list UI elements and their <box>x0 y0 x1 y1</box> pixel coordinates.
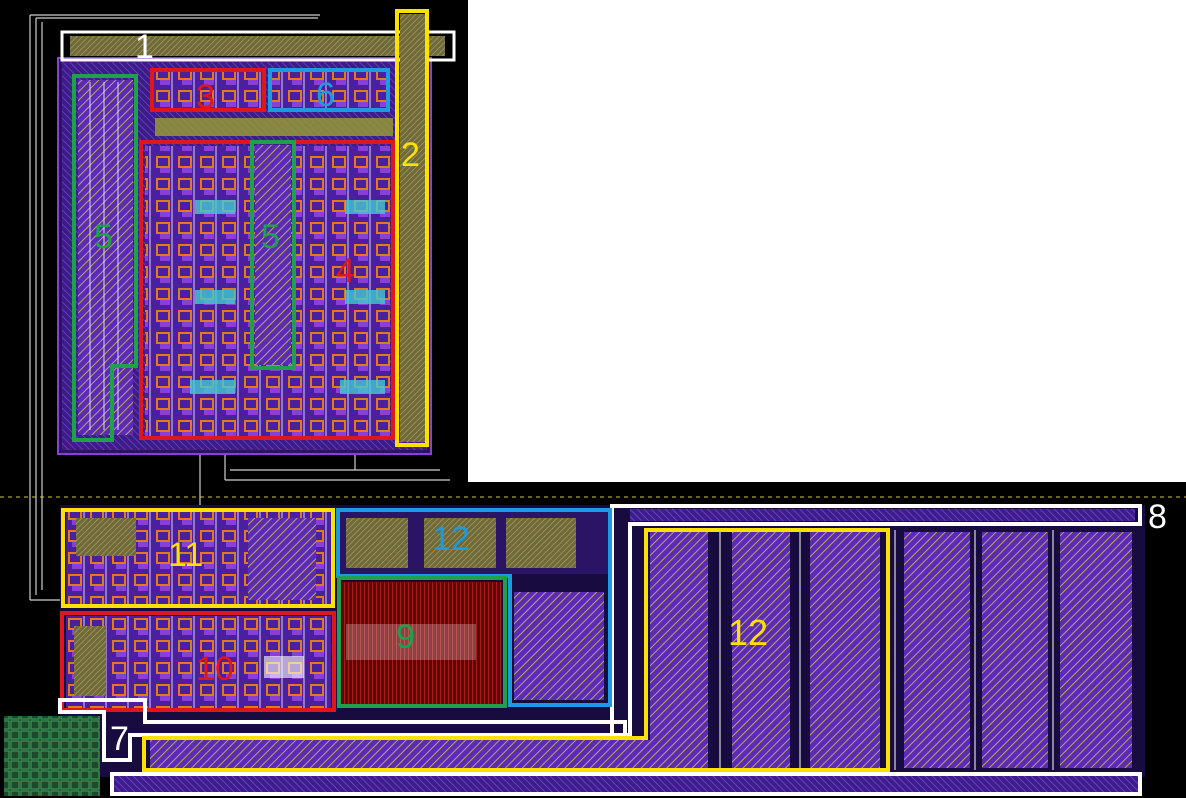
region-2-fill <box>400 14 426 442</box>
label-2: 2 <box>401 136 420 174</box>
label-5-left: 5 <box>94 218 113 256</box>
region-8-bar <box>630 509 1135 521</box>
routing-wires <box>29 14 450 601</box>
region-11-cap <box>76 518 136 556</box>
region-2-blue-outline <box>268 68 390 112</box>
region-7-outline <box>58 698 627 762</box>
region-9-outline <box>337 576 507 708</box>
label-5-center: 5 <box>261 218 280 256</box>
region-5-left-grid <box>89 82 119 430</box>
resistor-array <box>650 532 1132 768</box>
region-5-left-outline <box>72 74 138 442</box>
label-9: 9 <box>396 618 415 656</box>
region-5-left-fill <box>78 80 133 435</box>
region-1-outline <box>60 30 456 62</box>
label-1: 1 <box>135 28 154 66</box>
region-9-fill <box>342 582 502 704</box>
corner-block <box>4 716 100 796</box>
region-5-center-fill <box>255 145 291 365</box>
bottom-rail <box>114 776 1138 792</box>
region-9-devices <box>346 624 476 660</box>
region-10-outline <box>60 611 336 712</box>
region-4-cyan-devices <box>190 200 385 394</box>
region-11-outline <box>61 508 335 608</box>
region-10-cap <box>74 626 106 696</box>
region-2b-fill <box>272 72 386 110</box>
cap-b <box>424 518 496 568</box>
label-4: 4 <box>336 252 355 290</box>
region-2-outline <box>395 9 429 447</box>
region-11-res <box>248 518 316 600</box>
region-12-strip <box>150 740 650 768</box>
cap-c <box>506 518 576 568</box>
bottom-rail-outline <box>110 772 1142 796</box>
region-10-pads <box>264 656 304 678</box>
region-3-outline <box>150 68 266 112</box>
label-12-blue: 12 <box>432 520 470 558</box>
top-power-bar <box>70 36 445 56</box>
label-12-yellow: 12 <box>728 612 768 653</box>
label-10: 10 <box>196 650 234 688</box>
bias-bus <box>155 118 393 136</box>
cap-a <box>346 518 408 568</box>
region-5-center-outline <box>250 140 296 370</box>
label-8: 8 <box>1148 498 1167 536</box>
region-12-yellow-outline <box>142 528 890 772</box>
label-3: 3 <box>196 78 215 116</box>
array-separators <box>719 530 1054 770</box>
label-7: 7 <box>110 720 129 758</box>
region-3-fill <box>154 72 262 110</box>
label-11: 11 <box>168 536 203 574</box>
label-6: 6 <box>316 76 335 114</box>
region-12-blue-lower-fill <box>514 592 604 700</box>
